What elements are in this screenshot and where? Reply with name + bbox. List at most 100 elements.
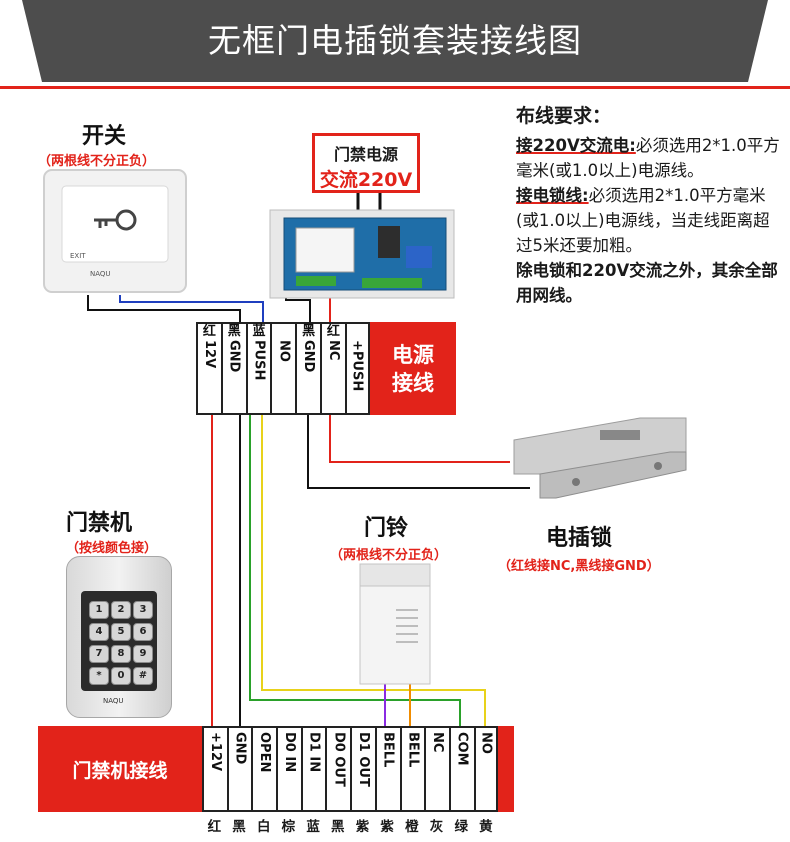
controller-terminal-label: D1 OUT <box>355 732 371 787</box>
controller-terminal-label: D1 IN <box>306 732 322 773</box>
controller-terminal-cell: D0 OUT <box>325 728 350 810</box>
banner-shape <box>0 0 790 89</box>
keypad-key: 2 <box>111 601 131 619</box>
power-terminal-color: 黑 <box>227 324 241 339</box>
power-terminal-cell: NO <box>270 324 295 413</box>
power-terminal-color: 红 <box>202 324 216 339</box>
power-terminal-label-text: 电源接线 <box>392 342 434 395</box>
switch-title: 开关 <box>82 124 127 149</box>
title-banner: 无框门电插锁套装接线图 <box>0 0 790 92</box>
power-terminal-cell: +PUSH <box>344 324 370 413</box>
keypad-key: 1 <box>89 601 109 619</box>
keypad-key: # <box>133 667 153 685</box>
power-terminal-label: PUSH <box>251 340 267 381</box>
controller-terminal-label: BELL <box>380 732 396 768</box>
page-title: 无框门电插锁套装接线图 <box>208 21 582 60</box>
keypad-key: 3 <box>133 601 153 619</box>
power-terminal-label: GND <box>301 340 317 373</box>
keypad-key: 6 <box>133 623 153 641</box>
electric-lock-note: （红线接NC,黑线接GND） <box>498 559 660 574</box>
power-supply-line1: 门禁电源 <box>333 145 398 164</box>
controller-terminal-cell: BELL <box>399 728 425 810</box>
controller-wire-color: 绿 <box>454 819 468 835</box>
keypad-key: 7 <box>89 645 109 663</box>
keypad-key: * <box>89 667 109 685</box>
keypad-key: 0 <box>111 667 131 685</box>
controller-terminal-cell: NO <box>473 728 499 810</box>
power-terminal-label: GND <box>226 340 242 373</box>
controller-terminal-cell: BELL <box>374 728 400 810</box>
power-supply-label-box: 门禁电源 交流220V <box>312 133 420 193</box>
power-terminal-label: +PUSH <box>349 340 365 392</box>
controller-terminal-label: NO <box>478 732 494 754</box>
controller-wire-color: 黑 <box>331 819 345 835</box>
requirements-lock-label: 接电锁线: <box>516 186 589 205</box>
controller-wire-color: 棕 <box>281 819 296 835</box>
doorbell-note: （两根线不分正负） <box>330 548 448 563</box>
wiring-requirements: 布线要求： 接220V交流电:必须选用2*1.0平方毫米(或1.0以上)电源线。… <box>516 104 784 308</box>
power-terminal-color: 蓝 <box>252 324 266 339</box>
ctl-wire-green <box>249 415 461 728</box>
switch-brand-text: NAQU <box>90 270 111 278</box>
electric-lock-title: 电插锁 <box>546 526 613 551</box>
requirements-ac-label: 接220V交流电: <box>516 136 636 155</box>
power-supply-icon <box>269 209 455 299</box>
lock-wire-black <box>307 415 530 489</box>
controller-terminal-cell: D1 IN <box>300 728 326 810</box>
controller-note: （按线颜色接） <box>66 541 158 556</box>
controller-wire-color: 黄 <box>479 819 493 835</box>
controller-terminal-label: OPEN <box>257 732 273 773</box>
keypad-key: 8 <box>111 645 131 663</box>
controller-terminal-cell: +12V <box>202 728 227 810</box>
controller-title: 门禁机 <box>66 511 133 536</box>
controller-wire-color: 红 <box>207 819 222 835</box>
power-terminal-color: 红 <box>326 324 340 339</box>
keypad-key: 5 <box>111 623 131 641</box>
requirements-ac-text: 必须选用2*1.0平方毫米(或1.0以上)电源线。 <box>516 136 780 180</box>
controller-terminal-end <box>498 726 514 812</box>
controller-terminal-label-text: 门禁机接线 <box>72 759 168 782</box>
controller-terminal-cell: NC <box>424 728 449 810</box>
power-terminal-color: 黑 <box>302 324 316 339</box>
controller-terminal-label: COM <box>454 732 470 766</box>
switch-wire-black <box>87 295 241 322</box>
controller-terminal-cell: GND <box>226 728 252 810</box>
controller-terminal-cell: COM <box>448 728 474 810</box>
controller-terminal-cell: D0 IN <box>276 728 301 810</box>
power-terminal-label: NO <box>276 340 292 362</box>
switch-note: （两根线不分正负） <box>38 154 156 169</box>
controller-wire-color: 黑 <box>232 819 246 835</box>
controller-terminal-label: BELL <box>405 732 421 768</box>
controller-terminal-cell: OPEN <box>251 728 276 810</box>
doorbell-title: 门铃 <box>364 516 409 541</box>
requirements-item-ac: 接220V交流电:必须选用2*1.0平方毫米(或1.0以上)电源线。 <box>516 133 784 183</box>
controller-wire-color: 紫 <box>355 819 370 835</box>
controller-wire-color: 白 <box>256 819 271 835</box>
controller-terminal-label: D0 OUT <box>331 732 347 787</box>
doorbell-icon <box>359 563 431 685</box>
requirements-lock-text: 必须选用2*1.0平方毫米(或1.0以上)电源线，当走线距离超过5米还要加粗。 <box>516 186 770 255</box>
controller-terminal-cell: D1 OUT <box>350 728 375 810</box>
keypad-key: 4 <box>89 623 109 641</box>
controller-terminal-label: 门禁机接线 <box>38 726 202 812</box>
controller-brand: NAQU <box>103 697 124 705</box>
controller-wire-color: 紫 <box>380 819 394 835</box>
controller-terminal-label: NC <box>430 732 446 753</box>
power-terminal-label: 12V <box>201 340 217 369</box>
switch-wire-blue <box>119 295 264 322</box>
controller-terminal-label: GND <box>232 732 248 765</box>
lock-wire-red <box>329 415 510 463</box>
controller-wire-color: 蓝 <box>306 819 320 835</box>
power-supply-line2: 交流220V <box>319 169 413 191</box>
switch-plate-text: EXIT <box>70 252 86 260</box>
keypad-key: 9 <box>133 645 153 663</box>
power-terminal-label: 电源接线 <box>370 322 456 415</box>
power-terminal-label: NC <box>325 340 341 361</box>
